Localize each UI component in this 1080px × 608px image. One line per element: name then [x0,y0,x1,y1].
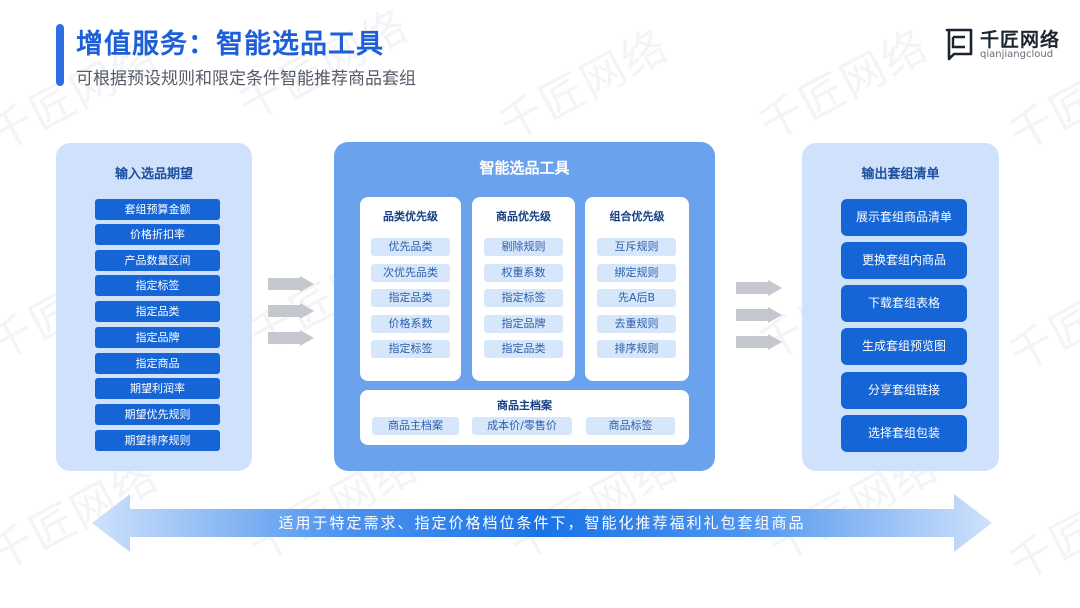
watermark: 千匠网络 [1000,460,1080,592]
rule-chip: 价格系数 [371,315,450,333]
rule-chip: 先A后B [597,289,676,307]
rule-chip: 次优先品类 [371,264,450,282]
logo-icon [945,28,973,61]
input-item: 指定品类 [95,301,220,322]
rule-chip: 指定标签 [371,340,450,358]
input-item: 套组预算金额 [95,199,220,220]
output-panel-title: 输出套组清单 [861,167,940,182]
archive-chip: 成本价/零售价 [472,417,572,435]
input-item: 价格折扣率 [95,224,220,245]
rule-chip: 互斥规则 [597,238,676,256]
rule-chip: 指定品牌 [484,315,563,333]
rule-chip: 排序规则 [597,340,676,358]
title-accent-bar [56,24,64,86]
watermark: 千匠网络 [750,20,938,152]
output-item: 下载套组表格 [841,285,967,322]
watermark: 千匠网络 [1000,250,1080,382]
rule-chip: 权重系数 [484,264,563,282]
category-priority-card: 品类优先级 优先品类 次优先品类 指定品类 价格系数 指定标签 [360,197,461,381]
output-item: 生成套组预览图 [841,328,967,365]
card-title: 商品优先级 [496,210,551,223]
rule-chip: 指定品类 [484,340,563,358]
input-panel-title: 输入选品期望 [114,167,193,182]
card-title: 品类优先级 [383,210,438,223]
page-title: 增值服务：智能选品工具 [76,29,384,60]
input-item: 指定商品 [95,353,220,374]
output-item: 展示套组商品清单 [841,199,967,236]
tool-panel: 智能选品工具 品类优先级 优先品类 次优先品类 指定品类 价格系数 指定标签 商… [334,142,715,471]
page-subtitle: 可根据预设规则和限定条件智能推荐商品套组 [76,69,416,89]
rule-chip: 优先品类 [371,238,450,256]
rule-chip: 剔除规则 [484,238,563,256]
output-item: 选择套组包装 [841,415,967,452]
input-item: 期望利润率 [95,378,220,399]
input-item: 产品数量区间 [95,250,220,271]
product-priority-card: 商品优先级 剔除规则 权重系数 指定标签 指定品牌 指定品类 [472,197,575,381]
logo-name: 千匠网络 [980,29,1061,51]
flow-arrow-right [736,280,782,350]
tool-panel-title: 智能选品工具 [479,159,570,177]
input-item: 期望排序规则 [95,430,220,451]
input-item: 指定标签 [95,275,220,296]
logo-subtext: qianjiangcloud [980,49,1054,60]
product-archive-card: 商品主档案 商品主档案 成本价/零售价 商品标签 [360,390,689,445]
watermark: 千匠网络 [490,20,678,152]
rule-chip: 指定品类 [371,289,450,307]
output-item: 分享套组链接 [841,372,967,409]
rule-chip: 去重规则 [597,315,676,333]
bottom-banner-text: 适用于特定需求、指定价格档位条件下，智能化推荐福利礼包套组商品 [278,514,806,532]
archive-chip: 商品标签 [586,417,675,435]
input-panel: 输入选品期望 套组预算金额 价格折扣率 产品数量区间 指定标签 指定品类 指定品… [56,143,252,471]
archive-title: 商品主档案 [497,399,552,412]
combo-priority-card: 组合优先级 互斥规则 绑定规则 先A后B 去重规则 排序规则 [585,197,689,381]
rule-chip: 指定标签 [484,289,563,307]
output-panel: 输出套组清单 展示套组商品清单 更换套组内商品 下载套组表格 生成套组预览图 分… [802,143,999,471]
brand-logo: 千匠网络 qianjiangcloud [944,26,1064,66]
flow-arrow-left [268,276,314,346]
input-item: 指定品牌 [95,327,220,348]
bottom-banner-arrow [92,494,992,552]
archive-chip: 商品主档案 [372,417,459,435]
output-item: 更换套组内商品 [841,242,967,279]
input-item: 期望优先规则 [95,404,220,425]
rule-chip: 绑定规则 [597,264,676,282]
card-title: 组合优先级 [609,210,665,223]
